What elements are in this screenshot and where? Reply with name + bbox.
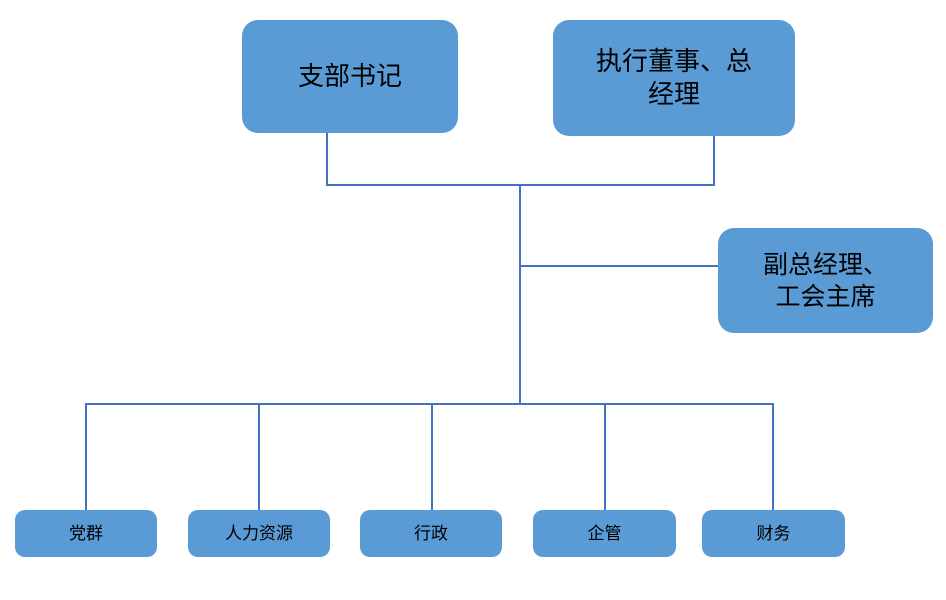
- connector-party-secretary-drop: [326, 133, 328, 186]
- connector-drop-party-affairs: [85, 403, 87, 511]
- connector-drop-human-resources: [258, 403, 260, 511]
- org-node-enterprise-management[interactable]: 企管: [533, 510, 676, 557]
- org-node-deputy-general-manager[interactable]: 副总经理、 工会主席: [718, 228, 933, 333]
- connector-bottom-horizontal-bar: [86, 403, 774, 405]
- org-node-finance[interactable]: 财务: [702, 510, 845, 557]
- org-node-label: 支部书记: [297, 60, 402, 91]
- org-node-label: 人力资源: [225, 523, 293, 543]
- org-node-party-affairs[interactable]: 党群: [15, 510, 157, 557]
- connector-central-spine: [519, 184, 521, 405]
- connector-drop-enterprise-management: [604, 403, 606, 511]
- connector-general-manager-drop: [713, 136, 715, 186]
- org-node-label: 党群: [69, 523, 103, 543]
- org-node-label-line1: 执行董事、总: [595, 45, 752, 76]
- org-node-label: 副总经理、 工会主席: [763, 249, 888, 313]
- connector-drop-administration: [431, 403, 433, 511]
- org-node-general-manager[interactable]: 执行董事、总 经理: [553, 20, 795, 136]
- org-node-label: 财务: [756, 523, 791, 543]
- connector-drop-finance: [772, 403, 774, 511]
- org-node-label-line1: 副总经理、: [762, 250, 888, 279]
- connector-deputy-general-manager-branch: [519, 265, 719, 267]
- org-node-label-line2: 工会主席: [775, 282, 876, 311]
- org-node-label-line2: 经理: [647, 79, 700, 109]
- org-node-party-secretary[interactable]: 支部书记: [242, 20, 458, 133]
- org-node-human-resources[interactable]: 人力资源: [188, 510, 330, 557]
- org-node-administration[interactable]: 行政: [360, 510, 502, 557]
- org-node-label: 执行董事、总 经理: [596, 45, 752, 112]
- org-node-label: 企管: [587, 523, 622, 543]
- org-node-label: 行政: [414, 523, 448, 543]
